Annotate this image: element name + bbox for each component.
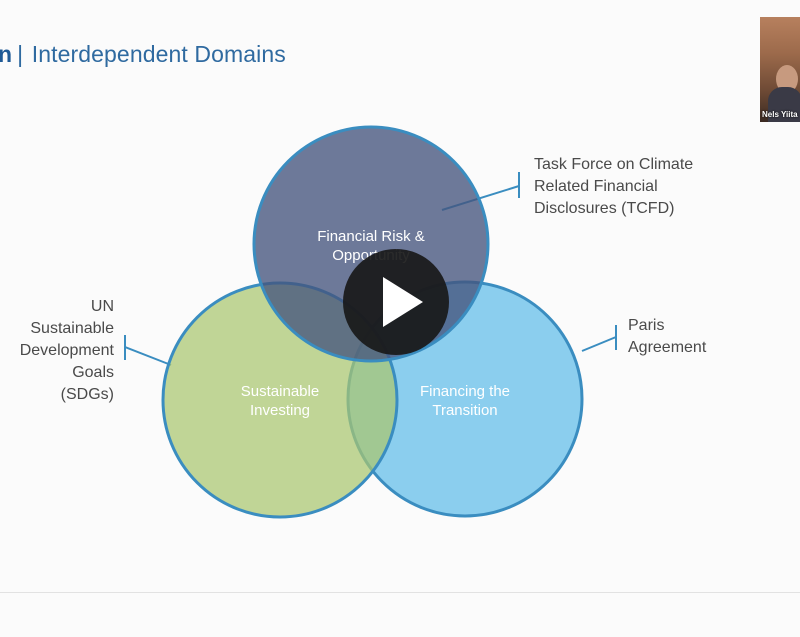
slide-title: n| Interdependent Domains xyxy=(0,41,286,68)
sdgs-connector-line xyxy=(124,346,172,366)
webcam-name-label: Nels Yiita xyxy=(762,110,798,119)
webcam-face xyxy=(776,65,798,93)
callout-paris-line1: Paris xyxy=(628,317,665,334)
callout-sdgs-line4: Goals xyxy=(72,364,114,381)
label-financing-line2: Transition xyxy=(432,402,497,419)
label-sustainable-investing-line2: Investing xyxy=(250,402,310,419)
webcam-thumbnail[interactable]: Nels Yiita xyxy=(760,17,800,122)
callout-paris: Paris Agreement xyxy=(628,315,706,359)
callout-sdgs: UN Sustainable Development Goals (SDGs) xyxy=(20,296,114,406)
webcam-person xyxy=(768,87,800,122)
bottom-divider xyxy=(0,592,800,593)
callout-sdgs-line2: Sustainable xyxy=(30,320,114,337)
slide-title-partial: n xyxy=(0,41,13,67)
label-sustainable-investing-line1: Sustainable xyxy=(241,383,319,400)
label-financial-risk-line1: Financial Risk & xyxy=(317,228,425,245)
callout-tcfd-line2: Related Financial xyxy=(534,178,658,195)
label-financing-line1: Financing the xyxy=(420,383,510,400)
callout-paris-line2: Agreement xyxy=(628,339,707,356)
play-icon xyxy=(383,277,423,327)
callout-sdgs-line5: (SDGs) xyxy=(60,386,114,403)
title-separator: | xyxy=(17,41,24,67)
paris-connector-line xyxy=(581,336,617,352)
slide-title-text: Interdependent Domains xyxy=(31,41,286,67)
play-button[interactable] xyxy=(343,249,449,355)
callout-sdgs-line1: UN xyxy=(90,298,114,315)
callout-sdgs-line3: Development xyxy=(19,342,114,359)
callout-tcfd-line1: Task Force on Climate xyxy=(534,156,694,173)
callout-tcfd-line3: Disclosures (TCFD) xyxy=(534,200,675,217)
callout-tcfd: Task Force on Climate Related Financial … xyxy=(534,154,693,220)
